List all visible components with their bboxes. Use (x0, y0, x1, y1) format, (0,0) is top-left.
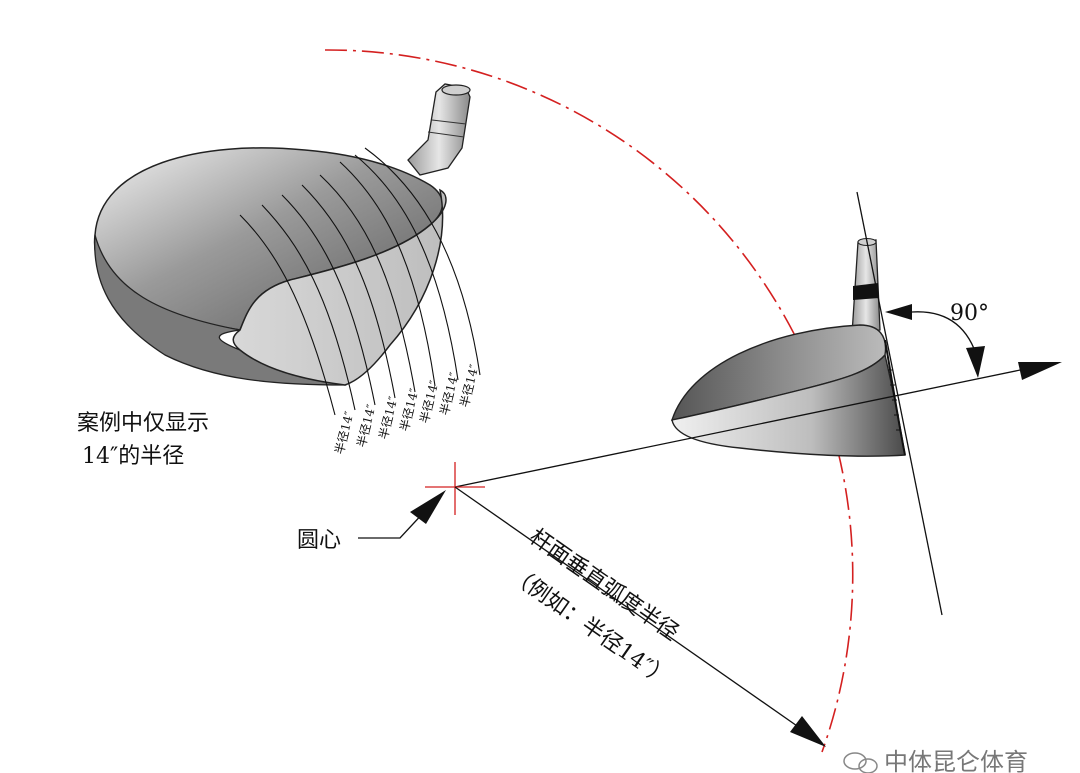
radius-tag-7: 半径14″ (457, 362, 481, 408)
note-text-line1: 案例中仅显示 (77, 411, 209, 436)
driver-head-right (670, 238, 906, 457)
note-text-line2: 14″的半径 (82, 444, 184, 469)
radius-tag-4: 半径14″ (397, 386, 421, 432)
hosel-top-left (441, 84, 471, 96)
angle-arrow-left (885, 304, 912, 320)
radius-arrowhead (790, 716, 826, 747)
radius-tag-3: 半径14″ (376, 394, 400, 440)
wechat-icon (843, 752, 878, 773)
angle-label: 90° (950, 301, 989, 326)
center-leader-arrowhead (410, 490, 446, 524)
radius-tag-2: 半径14″ (354, 402, 378, 448)
angle-arrow-down (966, 346, 985, 378)
center-label: 圆心 (297, 528, 341, 553)
radius-tag-5: 半径14″ (417, 378, 441, 424)
driver-head-left (93, 83, 481, 416)
radius-line (454, 486, 811, 736)
normal-arrowhead (1018, 362, 1062, 380)
watermark-text: 中体昆仑体育 (884, 748, 1028, 773)
radius-tag-1: 半径14″ (332, 409, 356, 455)
radius-arc (324, 49, 854, 753)
center-leader (358, 509, 427, 539)
watermark: 中体昆仑体育 (843, 748, 1028, 773)
radius-tag-6: 半径14″ (437, 370, 461, 416)
tangent-line (856, 191, 943, 616)
normal-line (454, 367, 1031, 488)
face-left (232, 188, 447, 386)
hosel-left (407, 83, 471, 176)
